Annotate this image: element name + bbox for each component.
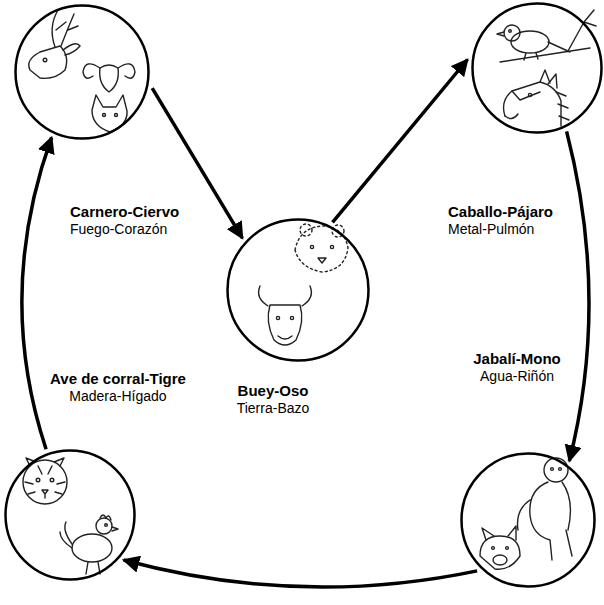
circle-border xyxy=(228,220,369,361)
cycle-arrow xyxy=(567,131,589,461)
bear-ox-sketch xyxy=(259,224,348,345)
cycle-arrow xyxy=(124,560,478,587)
tiger-chicken-sketch xyxy=(23,458,118,574)
animal-pair-name: Caballo-Pájaro xyxy=(448,203,553,221)
element-caption: Jabalí-MonoAgua-Riñón xyxy=(473,350,561,385)
animal-pair-name: Ave de corral-Tigre xyxy=(50,370,186,388)
circle-outline xyxy=(460,452,596,588)
circle-outline xyxy=(14,4,150,140)
circle-border xyxy=(6,451,135,580)
element-organ-name: Fuego-Corazón xyxy=(70,221,179,238)
animal-pair-name: Carnero-Ciervo xyxy=(70,203,179,221)
element-circle: Jabalí-MonoAgua-Riñón xyxy=(460,452,596,588)
element-organ-name: Metal-Pulmón xyxy=(448,221,553,238)
circle-outline xyxy=(4,449,136,581)
element-circle: Carnero-CiervoFuego-Corazón xyxy=(14,4,150,140)
monkey-boar-sketch xyxy=(480,458,572,569)
element-organ-name: Agua-Riñón xyxy=(473,368,561,385)
element-caption: Carnero-CiervoFuego-Corazón xyxy=(70,203,179,238)
cycle-arrow xyxy=(333,60,468,223)
element-circle: Caballo-PájaroMetal-Pulmón xyxy=(471,2,603,134)
bird-horse-sketch xyxy=(497,10,596,126)
element-circle: Buey-OsoTierra-Bazo xyxy=(226,218,370,362)
animal-pair-name: Buey-Oso xyxy=(237,382,310,400)
circle-outline xyxy=(226,218,370,362)
circle-border xyxy=(473,4,602,133)
deer-ram-wolf-sketch xyxy=(29,10,135,132)
circle-outline xyxy=(471,2,603,134)
element-caption: Ave de corral-TigreMadera-Hígado xyxy=(50,370,186,405)
element-caption: Buey-OsoTierra-Bazo xyxy=(237,382,310,417)
element-circle: Ave de corral-TigreMadera-Hígado xyxy=(4,449,136,581)
circle-border xyxy=(462,454,595,587)
animal-pair-name: Jabalí-Mono xyxy=(473,350,561,368)
element-organ-name: Madera-Hígado xyxy=(50,388,186,405)
element-caption: Caballo-PájaroMetal-Pulmón xyxy=(448,203,553,238)
cycle-arrow xyxy=(22,137,52,449)
circle-border xyxy=(16,6,149,139)
element-organ-name: Tierra-Bazo xyxy=(237,400,310,417)
